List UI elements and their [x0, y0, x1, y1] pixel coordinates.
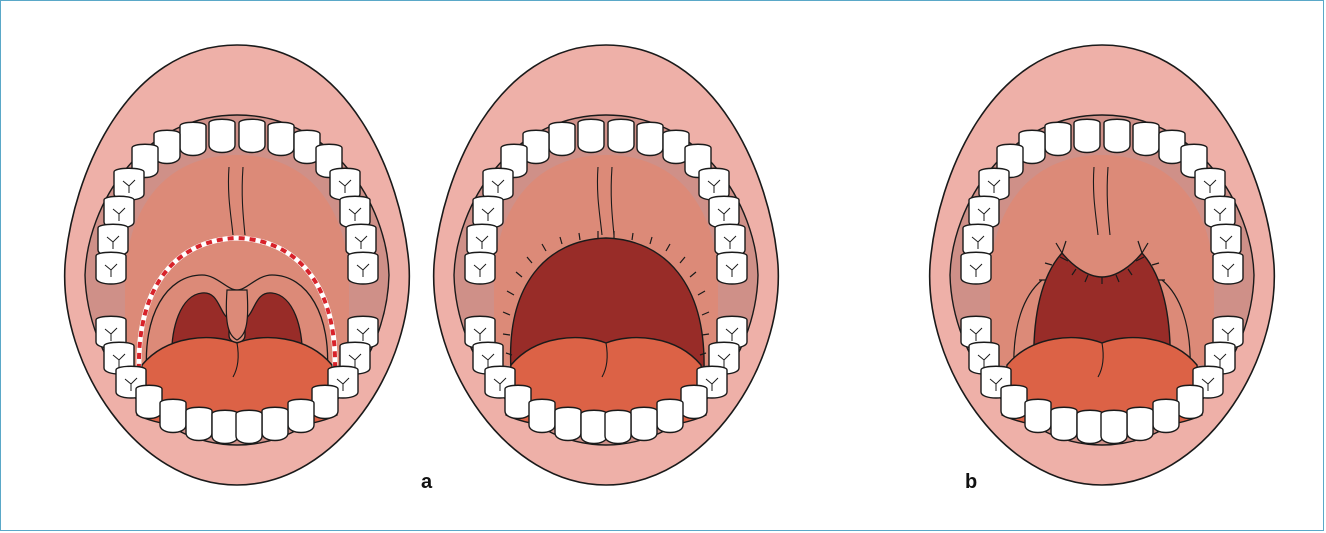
panel-label-b: b	[965, 472, 977, 492]
panel-3-mouth-flap	[930, 45, 1275, 485]
uvula	[226, 290, 247, 340]
panel-label-a: a	[421, 472, 432, 492]
panel-2-mouth-sutured	[434, 45, 779, 485]
panel-1-mouth-incision	[65, 45, 410, 485]
